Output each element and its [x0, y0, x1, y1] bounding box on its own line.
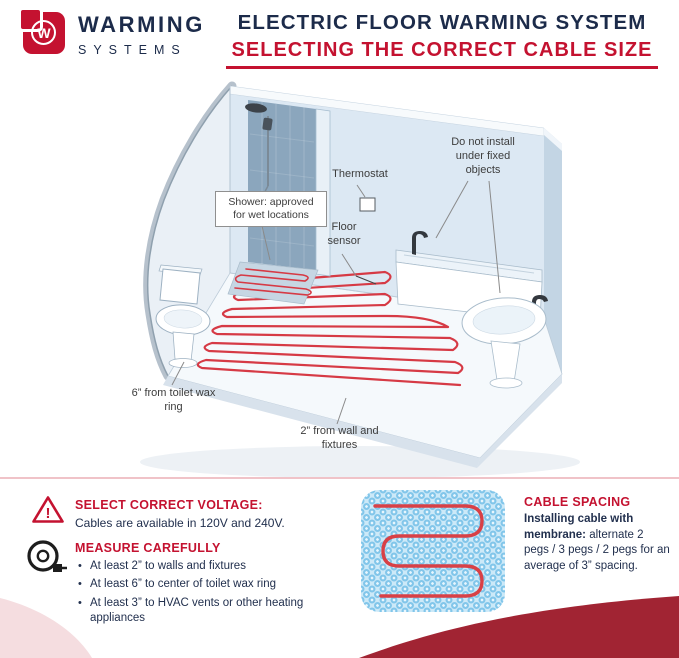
header-rule — [226, 66, 658, 69]
tape-measure-icon — [27, 540, 67, 572]
corner-wave-right — [359, 596, 679, 658]
membrane-cable — [373, 504, 484, 598]
page-title: ELECTRIC FLOOR WARMING SYSTEM — [237, 11, 647, 34]
measure-title: MEASURE CAREFULLY — [75, 541, 221, 555]
toilet-clearance-label: 6” from toilet wax ring — [131, 387, 216, 413]
heating-cable — [196, 270, 464, 387]
page-subtitle: SELECTING THE CORRECT CABLE SIZE — [231, 39, 653, 61]
bathroom-illustration — [140, 81, 580, 478]
wall-clearance-label: 2” from wall and fixtures — [300, 425, 379, 451]
shower-cable — [234, 268, 312, 296]
warning-icon: ! — [32, 496, 64, 523]
shower-head-icon — [245, 103, 267, 113]
voltage-body: Cables are available in 120V and 240V. — [75, 516, 285, 530]
header-title-block: ELECTRIC FLOOR WARMING SYSTEM SELECTING … — [224, 11, 660, 62]
brand-text: WARMING SYSTEMS — [78, 12, 205, 57]
shower — [227, 100, 331, 305]
header: W WARMING SYSTEMS ELECTRIC FLOOR WARMING… — [0, 0, 679, 78]
logo-small-square — [18, 7, 43, 32]
spacing-lead: Installing cable with membrane: — [524, 513, 634, 541]
toilet — [155, 264, 211, 368]
floor-sensor-label: Floor sensor — [327, 221, 361, 247]
spacing-title: CABLE SPACING — [524, 495, 631, 509]
shower-tiles — [261, 102, 305, 268]
brand-logo: W — [18, 7, 68, 57]
sink — [461, 295, 548, 389]
tub-faucet-icon — [412, 231, 428, 255]
membrane-figure — [361, 490, 505, 612]
logo-letter: W — [37, 25, 51, 41]
section-divider — [0, 477, 679, 479]
warning-mark: ! — [46, 505, 51, 522]
spacing-text: alternate 2 pegs / 3 pegs / 2 pegs for a… — [524, 528, 670, 572]
spacing-body: Installing cable with membrane: alternat… — [524, 512, 670, 575]
bullet-item: At least 6” to center of toilet wax ring — [77, 577, 319, 592]
fixed-objects-label: Do not install under fixed objects — [451, 136, 515, 176]
logo-ring — [31, 20, 56, 45]
corner-wave-left — [0, 598, 92, 658]
bathroom-diagram: Shower: approved for wet locations Therm… — [0, 78, 679, 478]
thermostat-device — [359, 197, 376, 212]
bullet-item: At least 2” to walls and fixtures — [77, 559, 319, 574]
bullet-item: At least 3” to HVAC vents or other heati… — [77, 596, 319, 627]
brand-name: WARMING — [78, 12, 205, 37]
handheld-shower-icon — [262, 117, 273, 131]
measure-bullets: At least 2” to walls and fixtures At lea… — [77, 559, 319, 630]
brand-subname: SYSTEMS — [78, 43, 187, 57]
pointer-lines — [171, 180, 501, 425]
voltage-title: SELECT CORRECT VOLTAGE: — [75, 498, 263, 512]
thermostat-label: Thermostat — [332, 168, 388, 180]
shower-label: Shower: approved for wet locations — [215, 191, 327, 228]
